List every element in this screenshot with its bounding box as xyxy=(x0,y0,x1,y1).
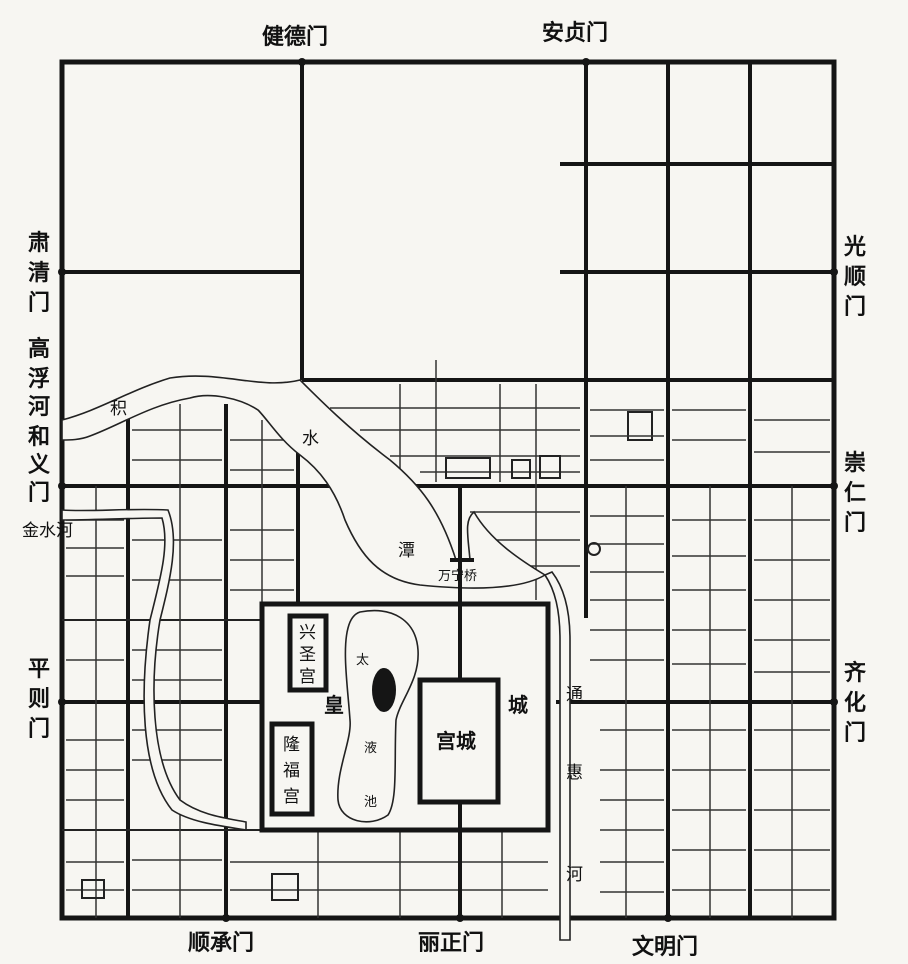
gate-pingze-char-3: 门 xyxy=(28,716,50,742)
jishuitan-char-2: 水 xyxy=(302,429,319,449)
jishuitan-char-1: 积 xyxy=(110,399,127,419)
gate-pingze-char-2: 则 xyxy=(28,687,50,712)
gaofu-river-char-3: 河 xyxy=(28,395,50,420)
gate-suqing-char-2: 清 xyxy=(28,260,50,286)
taiye-char-3: 池 xyxy=(364,795,377,810)
gate-markers xyxy=(58,58,838,922)
taiye-char-2: 液 xyxy=(364,741,377,756)
gate-wenming-label: 文明门 xyxy=(632,934,698,960)
gate-heyi-char-1: 和 xyxy=(28,425,50,450)
longfu-char-3: 宫 xyxy=(283,787,300,807)
taiye-lake xyxy=(337,609,419,823)
gate-qihua-char-1: 齐 xyxy=(844,660,867,686)
taiye-char-1: 太 xyxy=(356,653,369,668)
gate-guangshun-char-3: 门 xyxy=(844,294,866,320)
gate-shuncheng-label: 顺承门 xyxy=(188,930,254,956)
longfu-char-1: 隆 xyxy=(283,735,300,755)
gate-lizheng-label: 丽正门 xyxy=(418,930,484,956)
tonghui-river xyxy=(543,571,571,941)
gate-heyi-char-2: 义 xyxy=(28,453,50,478)
gaofu-river-char-2: 浮 xyxy=(28,366,50,392)
place-labels: 万宁桥 兴 圣 宫 隆 福 宫 皇 城 宫城 xyxy=(283,568,528,807)
gate-jiande-label: 健德门 xyxy=(262,24,328,50)
gate-suqing-char-3: 门 xyxy=(28,290,50,316)
jishuitan-char-3: 潭 xyxy=(398,541,415,561)
gate-chongren-char-3: 门 xyxy=(844,510,866,536)
palace-city-label: 宫城 xyxy=(436,729,476,753)
gate-suqing-char-1: 肃 xyxy=(28,230,50,256)
xingsheng-char-3: 宫 xyxy=(299,667,316,687)
tonghui-char-2: 惠 xyxy=(566,763,583,783)
imperial-city-wall xyxy=(259,601,551,833)
imperial-city-char-2: 城 xyxy=(508,693,528,717)
tonghui-char-3: 河 xyxy=(566,865,583,885)
river-labels: 高 浮 河 金水河 积 水 潭 通 惠 河 太 液 池 xyxy=(22,336,583,885)
building-north-1 xyxy=(445,457,491,479)
gate-labels: 健德门 安贞门 肃 清 门 和 义 门 平 则 门 光 顺 门 崇 仁 门 齐 … xyxy=(28,20,867,960)
gate-pingze-char-1: 平 xyxy=(28,657,50,682)
qionghua-island xyxy=(372,668,396,712)
xingsheng-palace xyxy=(287,613,329,693)
gate-guangshun-char-1: 光 xyxy=(843,235,866,260)
building-north-3 xyxy=(539,455,561,479)
bell-tower-marker xyxy=(587,542,601,556)
xingsheng-char-1: 兴 xyxy=(299,623,316,643)
gate-heyi-char-3: 门 xyxy=(28,480,50,506)
building-south-1 xyxy=(271,873,299,901)
gaofu-river-char-1: 高 xyxy=(28,336,50,362)
longfu-char-2: 福 xyxy=(283,761,300,781)
wanning-bridge-label: 万宁桥 xyxy=(438,568,477,584)
jinshui-river-label: 金水河 xyxy=(22,521,73,541)
gate-qihua-char-2: 化 xyxy=(844,690,866,716)
gate-chongren-char-1: 崇 xyxy=(844,451,866,476)
east-hutongs xyxy=(590,409,830,918)
gate-chongren-char-2: 仁 xyxy=(844,480,866,506)
gate-guangshun-char-2: 顺 xyxy=(844,265,866,290)
longfu-palace xyxy=(269,721,315,817)
tonghui-char-1: 通 xyxy=(566,685,583,705)
south-hutongs xyxy=(230,830,548,918)
building-south-2 xyxy=(81,879,105,899)
outer-city-wall xyxy=(59,59,837,921)
building-ne-1 xyxy=(627,411,653,441)
xingsheng-char-2: 圣 xyxy=(299,645,316,665)
gate-qihua-char-3: 门 xyxy=(844,720,866,746)
imperial-city-char-1: 皇 xyxy=(324,693,344,717)
building-north-2 xyxy=(511,459,531,479)
jishuitan-lake xyxy=(61,375,547,589)
jinshui-river xyxy=(61,508,247,831)
gate-anzhen-label: 安贞门 xyxy=(542,20,608,46)
